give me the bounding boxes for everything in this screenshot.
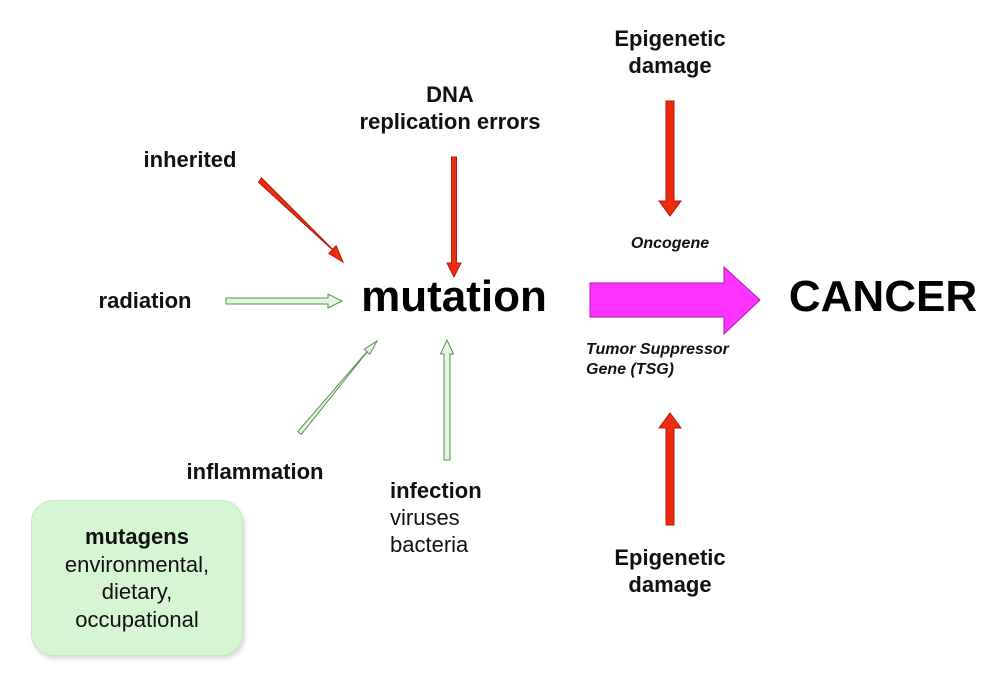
arrow-epigenetic-bottom [658,412,682,526]
infection-bacteria: bacteria [390,531,469,557]
epigenetic-top-line2: damage [628,52,712,78]
label-inherited: inherited [143,147,237,172]
infection-viruses: viruses [390,504,460,530]
mutagens-title: mutagens [85,524,189,549]
tsg-line2: Gene (TSG) [586,360,675,378]
mutagens-occupational: occupational [75,606,199,632]
label-infection: infection viruses bacteria [360,478,530,558]
label-tumor-suppressor-gene: Tumor Suppressor Gene (TSG) [586,340,806,379]
arrow-inherited [257,177,345,264]
mutagens-box: mutagens environmental, dietary, occupat… [31,500,243,656]
dna-line1: DNA [426,82,474,107]
label-epigenetic-damage-top: Epigenetic damage [560,26,780,80]
label-mutation: mutation [361,272,547,321]
dna-line2: replication errors [359,108,541,134]
arrow-radiation [225,293,344,309]
arrow-epigenetic-top [658,100,682,217]
arrow-inflammation [297,339,379,436]
label-inflammation: inflammation [186,459,324,484]
arrow-dna-replication [446,156,462,279]
tsg-line1: Tumor Suppressor [586,341,729,358]
mutagens-dietary: dietary, [101,579,173,604]
label-cancer: CANCER [788,272,978,321]
infection-title: infection [390,478,482,503]
arrow-infection [439,338,455,461]
arrow-mutation-to-cancer [589,265,761,336]
label-epigenetic-damage-bottom: Epigenetic damage [560,545,780,599]
mutagens-environmental: environmental, [64,551,210,577]
epigenetic-top-line1: Epigenetic [614,26,726,51]
epigenetic-bottom-line1: Epigenetic [614,545,726,570]
epigenetic-bottom-line2: damage [628,571,712,597]
label-dna-replication-errors: DNA replication errors [320,82,580,136]
label-radiation: radiation [98,288,192,313]
label-oncogene: Oncogene [630,235,710,252]
